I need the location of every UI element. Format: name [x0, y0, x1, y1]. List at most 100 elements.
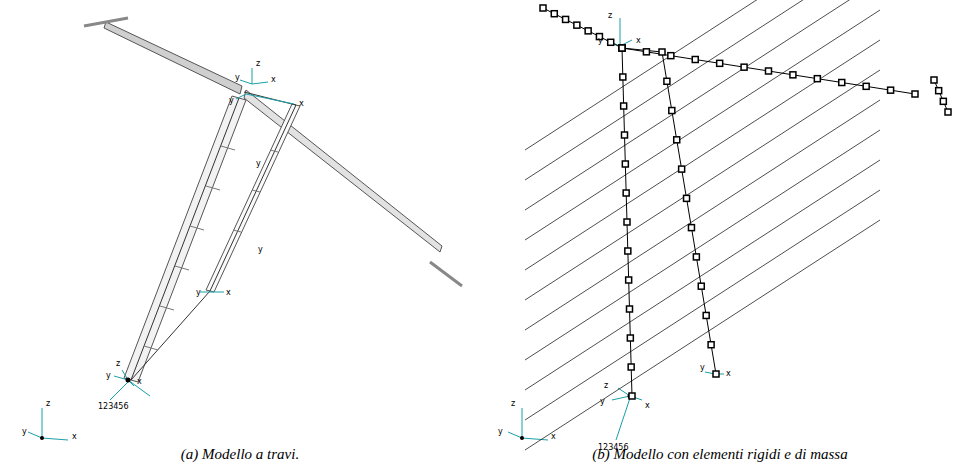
axis-label: z	[256, 60, 260, 68]
mass-node	[621, 103, 627, 109]
axis-label: x	[137, 378, 142, 386]
axis-label: y	[700, 364, 705, 372]
axis-label: y	[229, 97, 234, 105]
mass-node	[692, 57, 698, 63]
mass-node	[839, 80, 845, 86]
beam-line	[543, 8, 622, 48]
axis-triads	[28, 18, 724, 440]
axis-label: y	[106, 372, 111, 380]
mass-node	[627, 335, 633, 341]
axis-label: z	[608, 12, 612, 20]
axis-label: y	[598, 37, 603, 45]
beam-model	[84, 18, 462, 382]
axis-label: z	[116, 360, 120, 368]
mass-node	[717, 60, 723, 66]
mass-node	[693, 254, 699, 260]
axis-label: x	[645, 402, 650, 410]
mass-node	[619, 45, 625, 51]
axis-label: z	[46, 400, 50, 408]
mass-node	[684, 195, 690, 201]
mass-node	[659, 49, 665, 55]
mass-node	[703, 312, 709, 318]
mass-node	[674, 137, 680, 143]
mass-node	[863, 83, 869, 89]
mass-elements	[540, 5, 951, 399]
axis-label: z	[604, 382, 608, 390]
rigid-element	[525, 40, 880, 270]
mass-node	[888, 87, 894, 93]
beam-line	[622, 48, 662, 52]
mass-node	[679, 166, 685, 172]
caption: (a) Modello a travi.	[181, 447, 299, 462]
mass-node	[664, 78, 670, 84]
mass-node	[626, 277, 632, 283]
mass-node	[622, 132, 628, 138]
mass-node	[698, 283, 704, 289]
rigid-element	[525, 10, 880, 240]
axis-label: y	[235, 74, 240, 82]
mass-node	[912, 91, 918, 97]
rigid-element	[525, 220, 880, 450]
mass-node	[643, 49, 649, 55]
axis-label: x	[636, 37, 641, 45]
mass-node	[945, 109, 951, 115]
beam-line	[662, 52, 716, 374]
mass-node	[669, 108, 675, 114]
mass-node	[931, 77, 937, 83]
mass-node	[766, 68, 772, 74]
axis-label: x	[226, 289, 231, 297]
mass-node	[619, 45, 625, 51]
rigid-element	[525, 130, 880, 360]
mass-node	[625, 248, 631, 254]
axis-label: y	[498, 428, 503, 436]
mass-node	[940, 98, 946, 104]
mass-node	[790, 72, 796, 78]
leg-ticks	[144, 146, 278, 350]
mass-node	[585, 28, 591, 34]
axis-label: x	[299, 100, 304, 108]
axis-label: y	[22, 428, 27, 436]
rigid-element	[525, 190, 880, 420]
mass-node	[627, 306, 633, 312]
mass-node	[622, 161, 628, 167]
axis-label: x	[551, 433, 556, 441]
beam-line	[622, 48, 632, 396]
beam-line	[934, 80, 948, 112]
rigid-element	[525, 70, 880, 300]
mass-node	[708, 342, 714, 348]
mass-node	[936, 88, 942, 94]
caption: (b) Modello con elementi rigidi e di mas…	[592, 447, 847, 462]
mass-node	[629, 393, 635, 399]
rigid-element	[525, 0, 880, 150]
mass-node	[574, 22, 580, 28]
axis-label: y	[600, 398, 605, 406]
axis-label: y	[256, 160, 261, 168]
mass-node	[668, 53, 674, 59]
axis-label: x	[726, 370, 731, 378]
mass-node	[551, 11, 557, 17]
axis-label: y	[196, 289, 201, 297]
mass-node	[624, 219, 630, 225]
mass-node	[688, 225, 694, 231]
mass-node	[741, 64, 747, 70]
rigid-element	[525, 0, 880, 210]
mass-node	[608, 39, 614, 45]
axis-label: x	[271, 76, 276, 84]
mass-node	[620, 74, 626, 80]
rigid-elements	[525, 0, 880, 450]
mass-node	[713, 371, 719, 377]
mass-node	[814, 76, 820, 82]
axis-label: y	[258, 246, 263, 254]
axis-label: z	[511, 400, 515, 408]
mass-node	[628, 364, 634, 370]
constraint-marks	[40, 378, 633, 441]
rigid-element	[525, 160, 880, 390]
axis-label: x	[72, 433, 77, 441]
mass-node	[623, 190, 629, 196]
mass-node	[619, 45, 625, 51]
mass-node	[563, 16, 569, 22]
mass-node	[540, 5, 546, 11]
beam-line	[622, 48, 915, 94]
